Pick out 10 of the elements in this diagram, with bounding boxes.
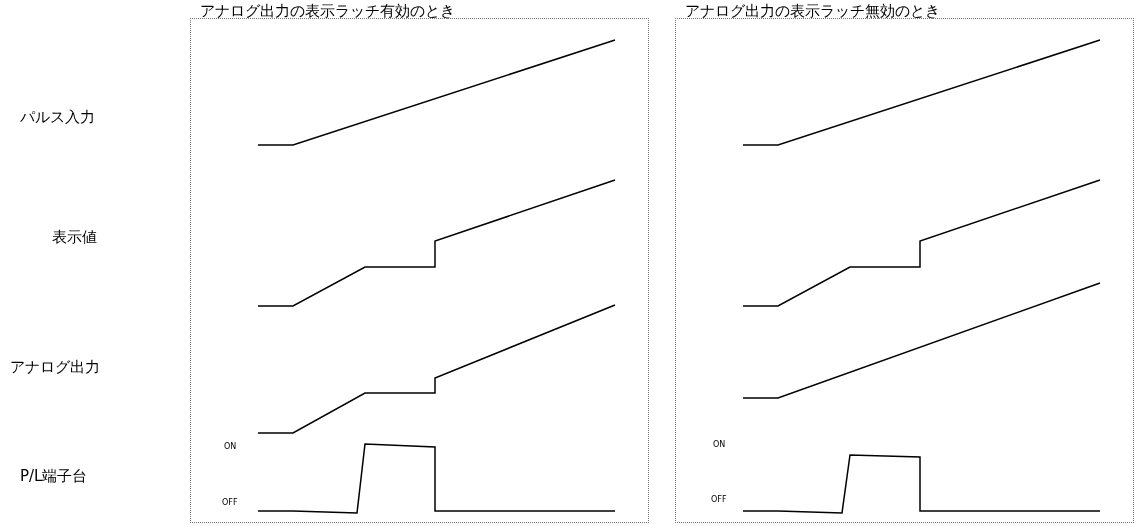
row-label: パルス入力 xyxy=(20,108,95,127)
state-label: OFF xyxy=(222,498,238,507)
state-label: ON xyxy=(713,440,726,449)
panel-title: アナログ出力の表示ラッチ無効のとき xyxy=(685,2,940,20)
row-label: アナログ出力 xyxy=(10,358,100,377)
panel-title: アナログ出力の表示ラッチ有効のとき xyxy=(200,2,455,20)
row-label: P/L端子台 xyxy=(20,467,88,486)
state-label: OFF xyxy=(711,495,727,504)
state-label: ON xyxy=(224,442,237,451)
row-label: 表示値 xyxy=(52,228,97,247)
